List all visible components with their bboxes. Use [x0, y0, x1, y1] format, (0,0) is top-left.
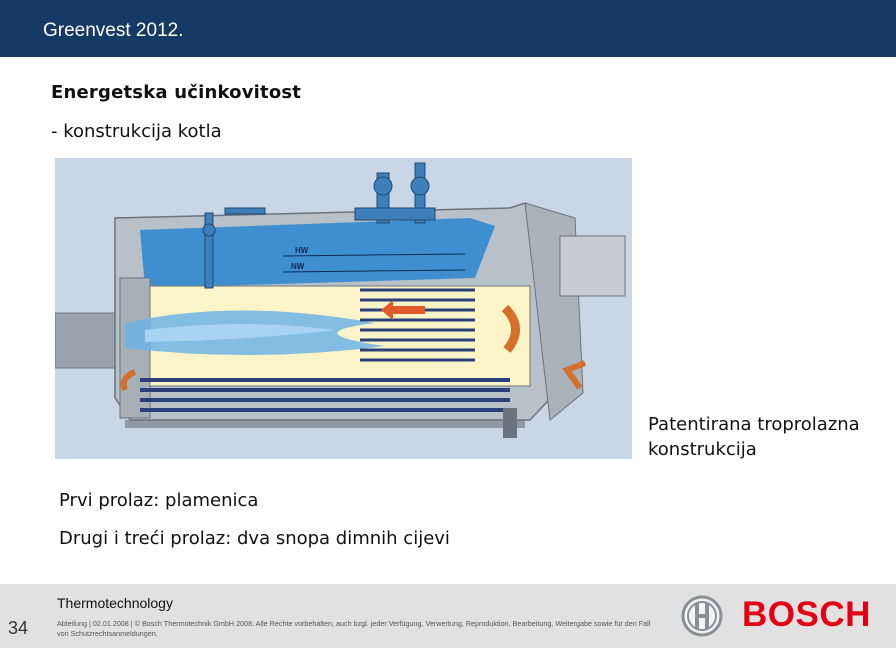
bosch-armature-icon [681, 595, 723, 637]
side-note-line-1: Patentirana troprolazna [648, 414, 860, 435]
boiler-diagram: HW NW [55, 158, 632, 459]
footer: 34 Thermotechnology Abteilung | 02.01.20… [0, 584, 896, 648]
slide-subheading: - konstrukcija kotla [51, 121, 222, 142]
side-note-line-2: konstrukcija [648, 439, 757, 460]
second-third-pass-text: Drugi i treći prolaz: dva snopa dimnih c… [59, 528, 450, 549]
legal-notice: Abteilung | 02.01.2008 | © Bosch Thermot… [57, 619, 651, 638]
header-bar: Greenvest 2012. [0, 0, 896, 57]
slide-heading: Energetska učinkovitost [51, 82, 302, 103]
first-pass-text: Prvi prolaz: plamenica [59, 490, 259, 511]
bosch-logo: BOSCH [742, 595, 871, 634]
page-number: 34 [8, 618, 29, 638]
side-note: Patentirana troprolazna konstrukcija [648, 412, 888, 462]
presentation-title: Greenvest 2012. [43, 20, 184, 41]
division-name: Thermotechnology [57, 595, 173, 611]
boiler-illustration: HW NW [55, 158, 632, 459]
hw-label: HW [295, 246, 309, 255]
nw-label: NW [291, 262, 305, 271]
